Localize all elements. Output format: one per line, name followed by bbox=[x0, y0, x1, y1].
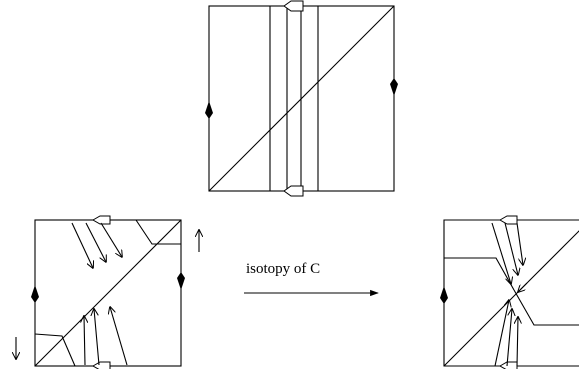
up-arrow-3 bbox=[110, 307, 128, 366]
right-down-arrow-3 bbox=[516, 222, 523, 265]
up-arrow-2 bbox=[94, 309, 100, 366]
right-up-arrow-3 bbox=[517, 317, 518, 367]
left-square-diagonal bbox=[34, 219, 182, 367]
transition-caption: isotopy of C bbox=[246, 261, 320, 277]
bottom-right-square-panel bbox=[440, 215, 579, 369]
left-square-right-down-arrowhead-icon bbox=[177, 272, 185, 290]
right-square-left-up-arrowhead-icon bbox=[440, 286, 448, 304]
up-arrow-1 bbox=[84, 316, 85, 366]
right-square-border bbox=[443, 219, 579, 367]
right-lower-bent-strand bbox=[513, 289, 579, 326]
down-arrow-1 bbox=[71, 222, 93, 268]
right-up-arrow-1 bbox=[494, 300, 509, 367]
left-lower-branch-line bbox=[34, 333, 76, 367]
down-arrow-2 bbox=[85, 222, 106, 262]
right-down-arrow-1 bbox=[491, 222, 511, 284]
right-upper-bent-strand bbox=[444, 257, 515, 291]
right-bottom-open-arrowhead-icon bbox=[498, 361, 518, 369]
top-square-panel bbox=[205, 0, 398, 197]
down-arrow-3 bbox=[100, 222, 122, 257]
bottom-edge-open-arrowhead-icon bbox=[283, 185, 304, 197]
right-top-open-arrowhead-icon bbox=[498, 215, 518, 225]
right-down-arrow-2 bbox=[504, 222, 518, 275]
left-bottom-open-arrowhead-icon bbox=[91, 361, 111, 369]
right-square-diagonal bbox=[443, 230, 579, 367]
left-square-left-up-arrowhead-icon bbox=[31, 285, 39, 303]
top-edge-open-arrowhead-icon bbox=[283, 0, 304, 12]
transition-group: isotopy of C bbox=[244, 261, 379, 297]
left-upper-branch-line bbox=[135, 219, 181, 245]
right-short-arrow bbox=[518, 282, 528, 292]
bottom-left-square-panel bbox=[16, 215, 199, 369]
right-edge-down-arrowhead-icon bbox=[390, 78, 398, 96]
right-up-arrow-2 bbox=[506, 309, 512, 367]
left-top-open-arrowhead-icon bbox=[91, 215, 111, 225]
left-edge-up-arrowhead-icon bbox=[205, 101, 213, 119]
